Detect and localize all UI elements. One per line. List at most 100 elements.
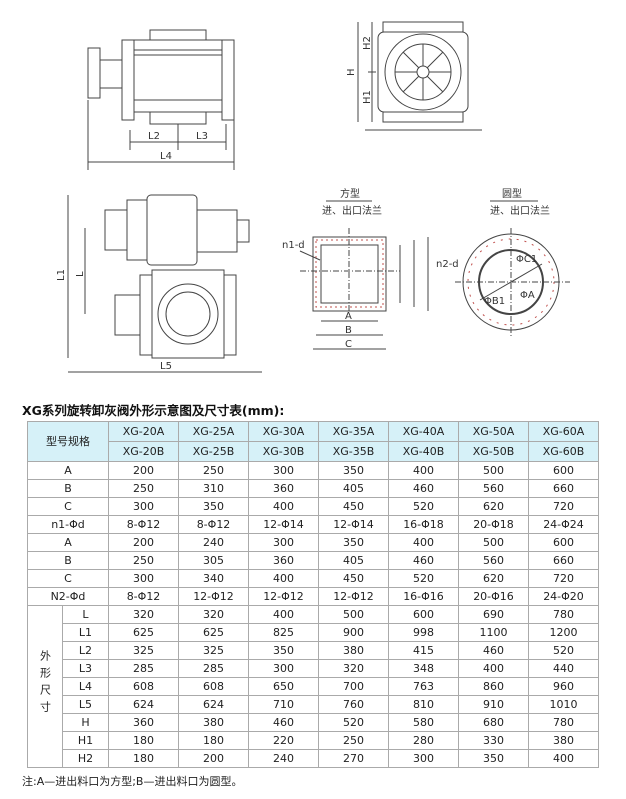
dim-label-L: L [75,271,86,277]
table-cell: 250 [178,461,249,480]
table-cell: 560 [458,551,529,570]
table-cell: 405 [318,551,389,570]
table-cell: 320 [178,605,249,624]
table-cell: 240 [248,749,319,768]
table-cell: 325 [108,641,179,660]
round-flange-holes-label: n2-d [436,259,459,270]
table-cell: 625 [108,623,179,642]
header-model-b: XG-20B [108,441,179,462]
table-cell: 600 [528,461,599,480]
round-flange-label-C1: ΦC1 [516,254,537,265]
table-cell: 650 [248,677,319,696]
round-flange-drawing: 圆型 进、出口法兰 n2-d ΦB1 ΦC1 ΦA [436,187,570,336]
square-flange-drawing: 方型 进、出口法兰 n1-d A B C [282,187,429,350]
table-cell: 360 [108,713,179,732]
row-label: H2 [62,749,109,768]
dim-label-H: H [346,68,357,76]
technical-drawings: L2 L3 L4 H2 H H1 L1 L L5 方型 [56,21,570,373]
table-cell: 200 [178,749,249,768]
row-label: C [27,497,109,516]
header-model-b: XG-35B [318,441,389,462]
table-cell: 624 [178,695,249,714]
table-cell: 200 [108,461,179,480]
table-cell: 600 [528,533,599,552]
round-flange-subtitle: 进、出口法兰 [490,204,550,217]
row-label: A [27,533,109,552]
table-cell: 180 [108,749,179,768]
table-cell: 360 [248,479,319,498]
table-cell: 690 [458,605,529,624]
table-cell: 900 [318,623,389,642]
table-cell: 348 [388,659,459,678]
dim-label-L3: L3 [196,131,208,142]
square-flange-label-B: B [345,325,352,336]
table-cell: 400 [248,569,319,588]
round-flange-label-B1: ΦB1 [484,296,505,307]
table-cell: 250 [108,479,179,498]
table-cell: 660 [528,551,599,570]
table-cell: 12-Φ14 [248,515,319,534]
table-cell: 325 [178,641,249,660]
header-model-b: XG-50B [458,441,529,462]
header-model-a: XG-20A [108,421,179,442]
table-cell: 250 [318,731,389,750]
table-cell: 460 [388,479,459,498]
table-cell: 998 [388,623,459,642]
square-flange-label-A: A [345,311,352,322]
table-cell: 608 [178,677,249,696]
table-cell: 310 [178,479,249,498]
round-flange-label-A: ΦA [520,290,535,301]
table-cell: 960 [528,677,599,696]
table-cell: 560 [458,479,529,498]
table-cell: 300 [248,533,319,552]
table-cell: 8-Φ12 [108,515,179,534]
table-cell: 460 [388,551,459,570]
header-model-a: XG-60A [528,421,599,442]
table-cell: 825 [248,623,319,642]
table-cell: 910 [458,695,529,714]
row-label: L5 [62,695,109,714]
table-cell: 305 [178,551,249,570]
row-label: C [27,569,109,588]
table-cell: 320 [108,605,179,624]
table-cell: 620 [458,569,529,588]
header-model-b: XG-40B [388,441,459,462]
row-label: A [27,461,109,480]
dim-label-L5: L5 [160,361,172,372]
table-cell: 380 [318,641,389,660]
table-cell: 660 [528,479,599,498]
row-label: L1 [62,623,109,642]
side-view-drawing: L2 L3 L4 [87,29,235,170]
table-cell: 400 [248,605,319,624]
table-cell: 415 [388,641,459,660]
table-cell: 400 [458,659,529,678]
table-cell: 780 [528,713,599,732]
table-cell: 350 [318,533,389,552]
table-cell: 400 [528,749,599,768]
dim-label-L2: L2 [148,131,160,142]
table-cell: 250 [108,551,179,570]
table-cell: 520 [388,497,459,516]
table-cell: 400 [248,497,319,516]
table-cell: 620 [458,497,529,516]
table-cell: 16-Φ18 [388,515,459,534]
table-cell: 625 [178,623,249,642]
table-cell: 380 [178,713,249,732]
table-cell: 320 [318,659,389,678]
dim-label-L4: L4 [160,151,172,162]
table-cell: 350 [458,749,529,768]
table-cell: 500 [458,533,529,552]
row-label: B [27,551,109,570]
